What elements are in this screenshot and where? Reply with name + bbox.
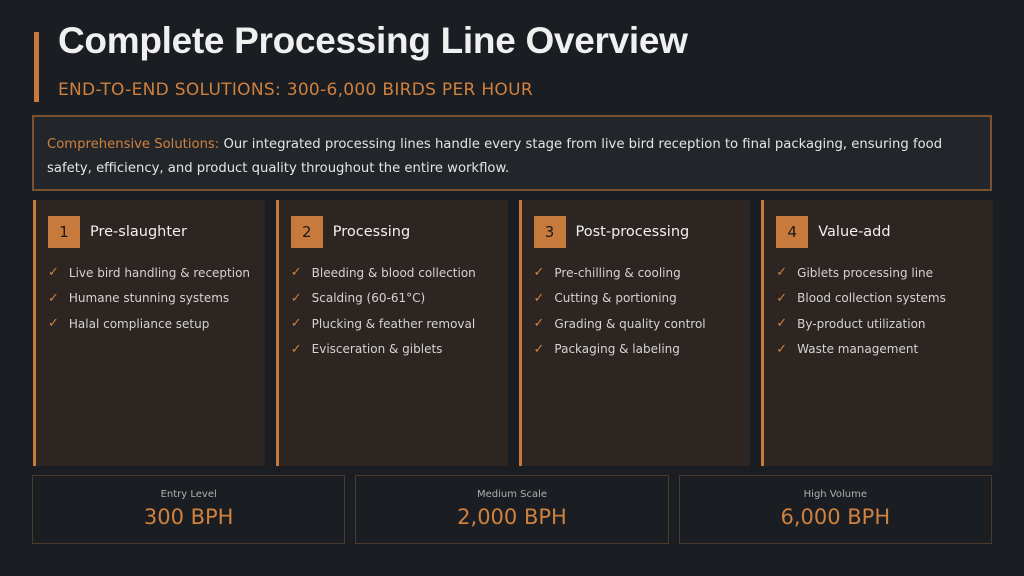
stage-title: Processing <box>332 224 411 240</box>
list-item: ✓ Scalding (60-61°C) <box>291 286 496 312</box>
stat-label: High Volume <box>803 489 867 500</box>
stat-label: Entry Level <box>160 489 217 500</box>
list-item-text: Plucking & feather removal <box>311 316 476 331</box>
page-title: Complete Processing Line Overview <box>58 20 688 61</box>
list-item-text: Packaging & labeling <box>554 342 680 357</box>
stat-card: Entry Level 300 BPH <box>32 475 346 544</box>
stage-number: 2 <box>290 216 323 248</box>
list-item: ✓ Halal compliance setup <box>48 311 253 337</box>
list-item: ✓ Plucking & feather removal <box>291 311 496 337</box>
check-icon: ✓ <box>776 290 788 306</box>
list-item-text: By-product utilization <box>797 316 926 331</box>
check-icon: ✓ <box>776 316 788 332</box>
list-item: ✓ Cutting & portioning <box>534 286 739 312</box>
stage-cards: 1 Pre-slaughter ✓ Live bird handling & rece… <box>33 200 993 466</box>
stage-title: Post-processing <box>575 224 690 240</box>
list-item: ✓ Live bird handling & reception <box>48 260 253 286</box>
check-icon: ✓ <box>533 265 545 281</box>
check-icon: ✓ <box>48 290 59 306</box>
title-accent-bar <box>34 32 39 102</box>
stage-card: 4 Value-add ✓ Giblets processing line ✓ Blood… <box>761 200 993 466</box>
list-item-text: Evisceration & giblets <box>311 342 443 357</box>
list-item: ✓ Packaging & labeling <box>534 337 739 363</box>
stage-card: 1 Pre-slaughter ✓ Live bird handling & rece… <box>33 200 265 466</box>
list-item: ✓ Grading & quality control <box>534 311 739 337</box>
list-item-text: Humane stunning systems <box>68 291 230 306</box>
list-item-text: Pre-chilling & cooling <box>554 265 681 280</box>
list-item-text: Live bird handling & reception <box>68 265 251 280</box>
stage-number: 3 <box>533 216 566 248</box>
stage-title: Pre-slaughter <box>90 224 187 240</box>
check-icon: ✓ <box>290 316 302 332</box>
list-item: ✓ Waste management <box>776 337 981 363</box>
intro-text: Our integrated processing lines handle e… <box>47 137 943 176</box>
list-item: ✓ Humane stunning systems <box>48 286 253 312</box>
check-icon: ✓ <box>776 341 788 357</box>
stat-card: Medium Scale 2,000 BPH <box>355 475 669 544</box>
check-icon: ✓ <box>290 290 302 306</box>
check-icon: ✓ <box>533 290 545 306</box>
check-icon: ✓ <box>776 265 788 281</box>
stat-value: 300 BPH <box>143 505 234 529</box>
stat-card: High Volume 6,000 BPH <box>678 475 992 544</box>
list-item-text: Giblets processing line <box>797 265 934 280</box>
check-icon: ✓ <box>533 341 545 357</box>
list-item: ✓ Bleeding & blood collection <box>291 260 496 286</box>
stage-number: 4 <box>776 216 809 248</box>
stat-label: Medium Scale <box>476 489 548 500</box>
check-icon: ✓ <box>48 316 59 332</box>
check-icon: ✓ <box>290 265 302 281</box>
stat-value: 2,000 BPH <box>457 505 567 529</box>
intro-highlight: Comprehensive Solutions: <box>47 137 220 152</box>
list-item-text: Bleeding & blood collection <box>311 265 476 280</box>
list-item: ✓ Evisceration & giblets <box>291 337 496 363</box>
list-item-text: Grading & quality control <box>554 316 706 331</box>
list-item: ✓ Giblets processing line <box>776 260 981 286</box>
stage-title: Value-add <box>818 224 891 240</box>
list-item-text: Scalding (60-61°C) <box>311 291 426 306</box>
list-item-text: Waste management <box>797 342 919 357</box>
check-icon: ✓ <box>48 265 59 281</box>
check-icon: ✓ <box>290 341 302 357</box>
capacity-stats: Entry Level 300 BPH Medium Scale 2,000 BPH H… <box>32 475 992 544</box>
stat-value: 6,000 BPH <box>780 505 891 529</box>
list-item: ✓ By-product utilization <box>776 311 981 337</box>
list-item: ✓ Pre-chilling & cooling <box>534 260 739 286</box>
list-item-text: Blood collection systems <box>797 291 946 306</box>
page-subtitle: END-TO-END SOLUTIONS: 300-6,000 BIRDS PE… <box>58 80 533 100</box>
list-item: ✓ Blood collection systems <box>776 286 981 312</box>
list-item-text: Cutting & portioning <box>554 291 677 306</box>
intro-box: Comprehensive Solutions: Our integrated … <box>32 115 992 191</box>
stage-number: 1 <box>48 216 80 248</box>
list-item-text: Halal compliance setup <box>68 316 210 331</box>
check-icon: ✓ <box>533 316 545 332</box>
